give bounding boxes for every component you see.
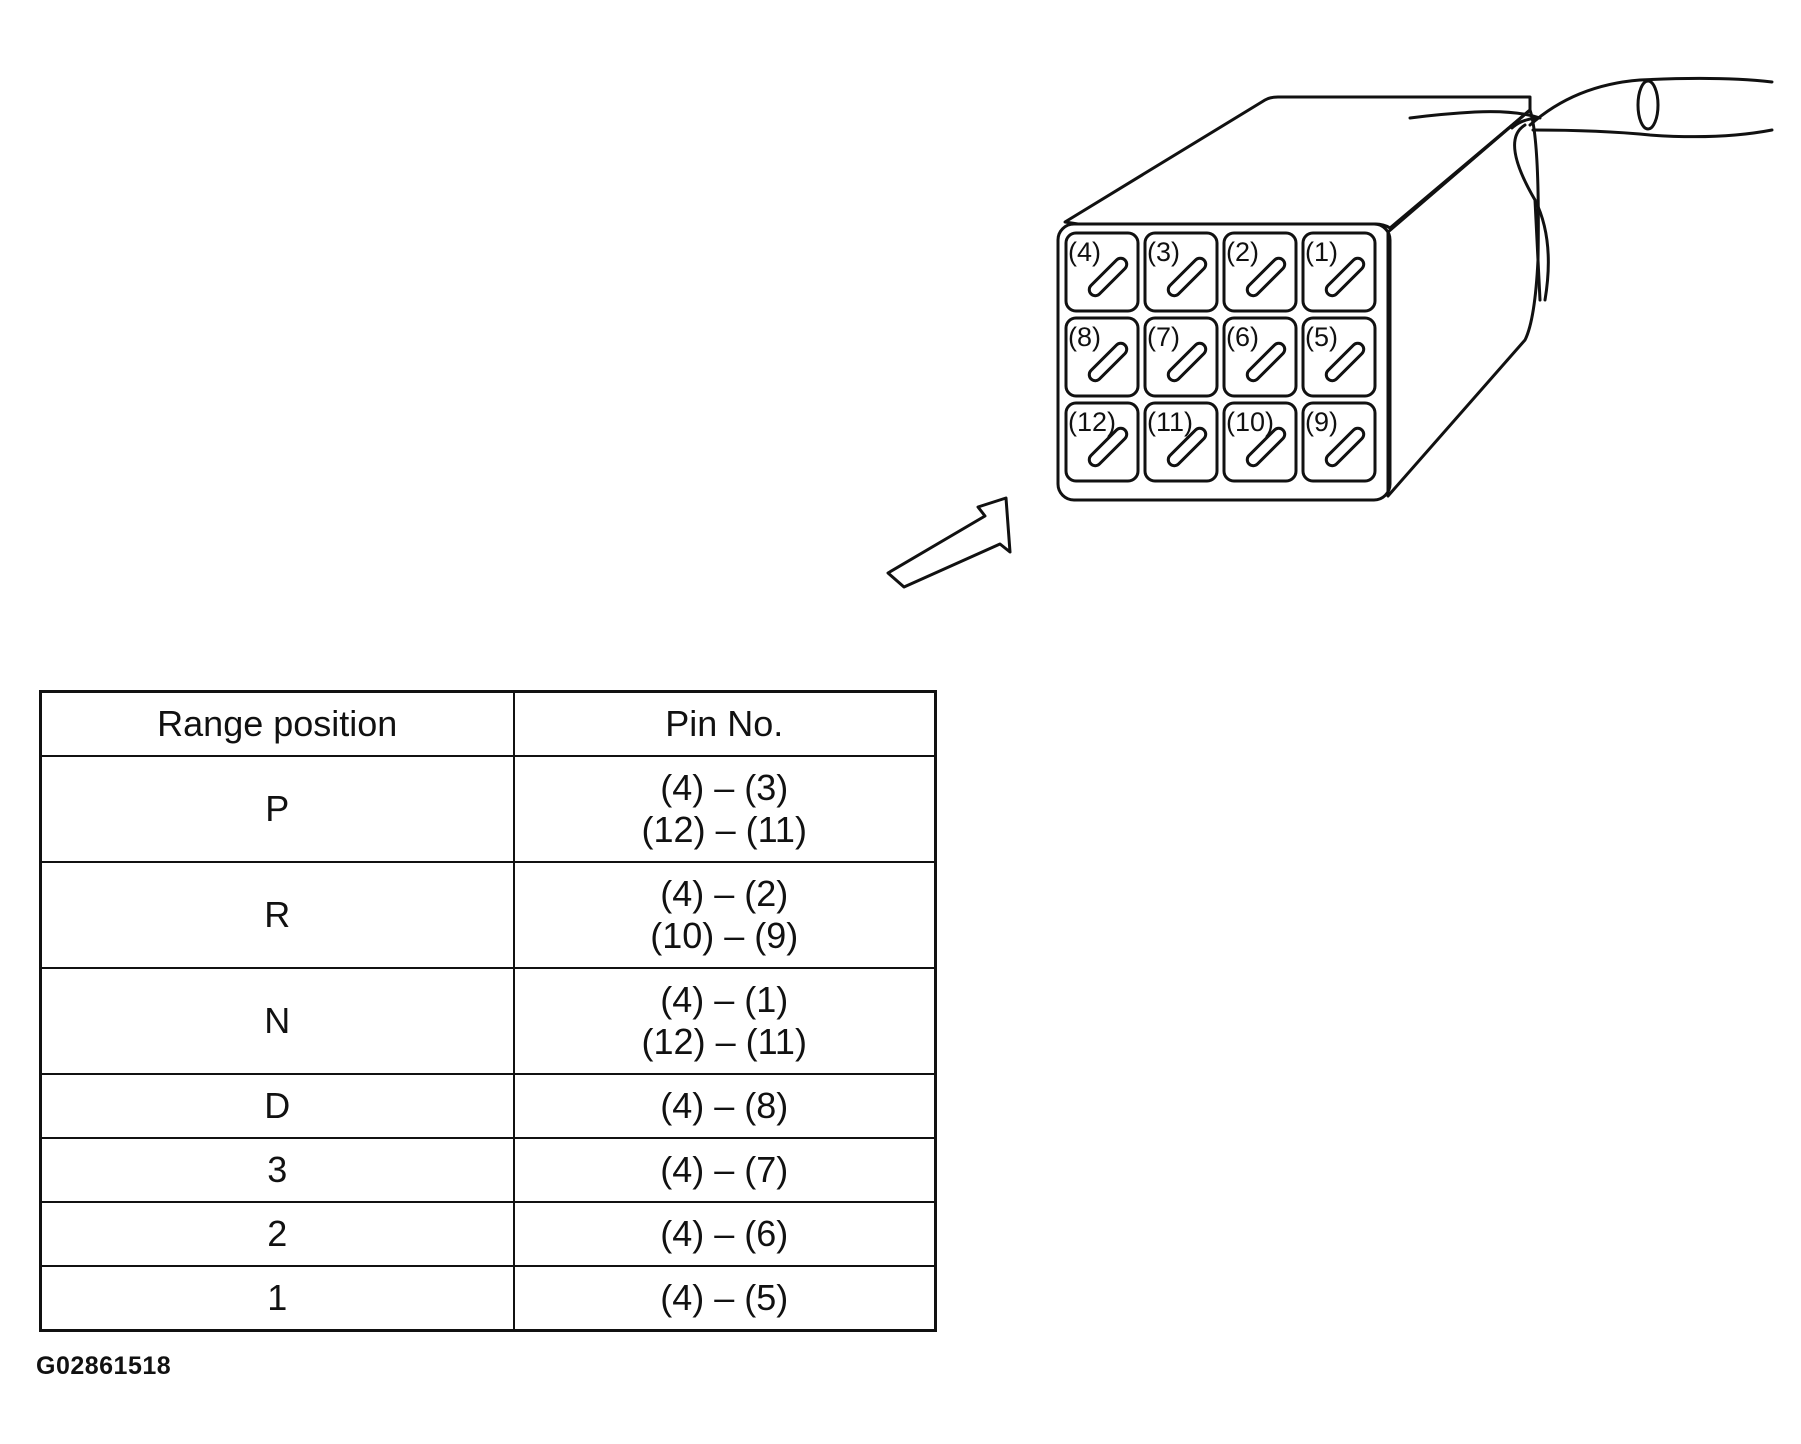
pin-cavity [1222, 401, 1298, 483]
pin-cavity [1301, 401, 1377, 483]
table-row: D (4) – (8) [39, 1073, 937, 1139]
view-direction-arrow [886, 496, 1012, 589]
pin-pairs-cell: (4) – (2)(10) – (9) [512, 861, 937, 969]
table-row: 2 (4) – (6) [39, 1201, 937, 1267]
pin-terminal [1324, 341, 1366, 383]
pin-number-label: (7) [1147, 322, 1180, 352]
table-row: 3 (4) – (7) [39, 1137, 937, 1203]
pin-cavity [1301, 231, 1377, 313]
pin-cell: (9) [1301, 401, 1377, 483]
pin-pair: (4) – (6) [660, 1213, 789, 1254]
pin-pair: (12) – (11) [641, 809, 807, 850]
pin-pair: (4) – (8) [660, 1085, 789, 1126]
pin-number-label: (8) [1068, 322, 1101, 352]
pin-cavity [1143, 316, 1219, 398]
pin-number-label: (12) [1068, 407, 1116, 437]
pin-cell: (8) [1064, 316, 1140, 398]
pin-cavity [1301, 316, 1377, 398]
range-position-cell: 1 [39, 1265, 515, 1332]
table-row: 1 (4) – (5) [39, 1265, 937, 1332]
pin-terminal [1166, 341, 1208, 383]
pin-number-label: (11) [1147, 407, 1193, 437]
pin-pairs-cell: (4) – (5) [512, 1265, 937, 1332]
pin-terminal [1245, 341, 1287, 383]
pin-pair: (4) – (2) [660, 873, 789, 914]
pin-cavity [1222, 231, 1298, 313]
pin-grid: (4) (3) (2) (1) (8) (7) (6) (5) (12) (11) (10) (9) [1064, 231, 1377, 483]
pin-pair: (4) – (7) [660, 1149, 789, 1190]
pin-cell: (5) [1301, 316, 1377, 398]
pin-pairs-cell: (4) – (1)(12) – (11) [512, 967, 937, 1075]
pin-number-label: (5) [1305, 322, 1338, 352]
pin-number-label: (9) [1305, 407, 1338, 437]
connector-top-face [1063, 95, 1532, 230]
figure-code: G02861518 [36, 1352, 172, 1380]
range-position-cell: P [39, 755, 515, 863]
pin-pairs-cell: (4) – (3)(12) – (11) [512, 755, 937, 863]
range-position-cell: 3 [39, 1137, 515, 1203]
pin-pair: (4) – (3) [660, 767, 789, 808]
pin-cell: (3) [1143, 231, 1219, 313]
pin-terminal [1324, 426, 1366, 468]
table-row: P(4) – (3)(12) – (11) [39, 755, 937, 863]
pin-cell: (6) [1222, 316, 1298, 398]
pin-cell: (4) [1064, 231, 1140, 313]
range-position-cell: R [39, 861, 515, 969]
pin-terminal [1245, 256, 1287, 298]
pin-number-label: (10) [1226, 407, 1274, 437]
pin-pair: (4) – (1) [660, 979, 789, 1020]
pin-cavity [1064, 231, 1140, 313]
connector-side-face [1386, 108, 1540, 498]
pin-number-label: (4) [1068, 237, 1101, 267]
table-header-row: Range position Pin No. [39, 690, 937, 757]
pin-cell: (1) [1301, 231, 1377, 313]
pin-pair: (12) – (11) [641, 1021, 807, 1062]
pin-cell: (11) [1143, 401, 1219, 483]
pin-cell: (2) [1222, 231, 1298, 313]
pin-cell: (12) [1064, 401, 1140, 483]
pin-no-header: Pin No. [512, 690, 937, 757]
table-row: N(4) – (1)(12) – (11) [39, 967, 937, 1075]
pin-cavity [1222, 316, 1298, 398]
connector-illustration: (4) (3) (2) (1) (8) (7) (6) (5) (12) (11) (10) (9) [886, 76, 1774, 589]
pin-terminal [1087, 256, 1129, 298]
pin-cell: (7) [1143, 316, 1219, 398]
range-position-cell: 2 [39, 1201, 515, 1267]
pin-terminal [1245, 426, 1287, 468]
pin-terminal [1087, 341, 1129, 383]
pin-number-label: (2) [1226, 237, 1259, 267]
connector-front-face [1056, 222, 1392, 502]
pin-cell: (10) [1222, 401, 1298, 483]
range-position-cell: D [39, 1073, 515, 1139]
pin-cavity [1143, 231, 1219, 313]
pin-cavity [1064, 316, 1140, 398]
pin-terminal [1087, 426, 1129, 468]
pin-pair: (10) – (9) [650, 915, 799, 956]
pin-number-label: (3) [1147, 237, 1180, 267]
range-position-header: Range position [39, 690, 515, 757]
pin-number-label: (1) [1305, 237, 1338, 267]
table-row: R(4) – (2)(10) – (9) [39, 861, 937, 969]
range-position-cell: N [39, 967, 515, 1075]
pin-cavity [1143, 401, 1219, 483]
pin-terminal [1166, 426, 1208, 468]
pin-pairs-cell: (4) – (7) [512, 1137, 937, 1203]
pin-terminal [1324, 256, 1366, 298]
pin-pair: (4) – (5) [660, 1277, 789, 1318]
pin-cavity [1064, 401, 1140, 483]
pin-continuity-table: Range position Pin No. P(4) – (3)(12) – … [39, 690, 937, 1332]
pin-pairs-cell: (4) – (8) [512, 1073, 937, 1139]
pin-number-label: (6) [1226, 322, 1259, 352]
pin-terminal [1166, 256, 1208, 298]
pin-pairs-cell: (4) – (6) [512, 1201, 937, 1267]
wire-harness [1408, 76, 1774, 302]
